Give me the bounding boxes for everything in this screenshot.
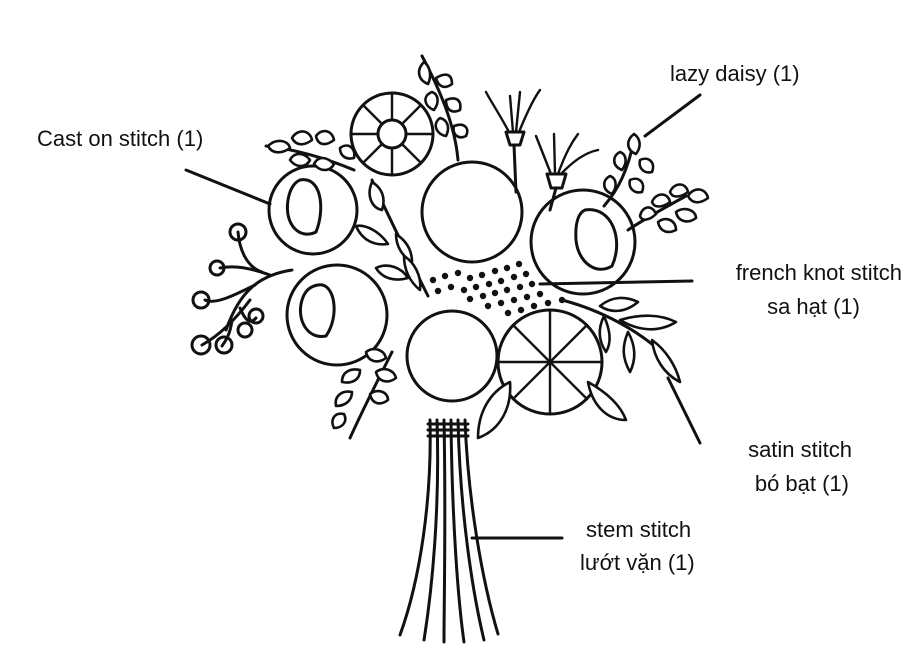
label-french-knot-1: french knot stitch: [736, 260, 902, 285]
label-stem-2: lướt vặn (1): [580, 550, 695, 575]
label-satin-2: bó bạt (1): [755, 471, 849, 496]
plain-flower-center-top: [420, 160, 524, 264]
leafy-stem-left-upper: [264, 129, 356, 172]
cast-on-flower-upper: [267, 164, 359, 256]
leafy-stem-right-upper: [602, 132, 655, 208]
label-satin-1: satin stitch: [748, 437, 852, 462]
leader-satin: [666, 376, 702, 445]
leader-lazy-daisy: [643, 93, 702, 138]
label-lazy-daisy: lazy daisy (1): [670, 61, 800, 86]
stem-bundle: [398, 418, 500, 644]
leafy-stem-right-lower: [560, 296, 682, 384]
leafy-stem-top: [417, 54, 469, 162]
leafy-stem-left-lower: [331, 347, 398, 440]
spoked-flower-top: [349, 91, 435, 177]
label-french-knot-2: sa hạt (1): [767, 294, 860, 319]
leader-lines: [184, 93, 702, 540]
berry-stem-left: [190, 222, 294, 356]
leafy-stem-right-mid: [626, 183, 710, 234]
label-cast-on: Cast on stitch (1): [37, 126, 203, 151]
plain-flower-center-bottom: [405, 309, 499, 403]
leafy-stem-left-mid: [354, 178, 430, 298]
lazy-daisy-bud-left: [484, 88, 542, 194]
label-stem-1: stem stitch: [586, 517, 691, 542]
satin-flower-leaves: [476, 380, 628, 440]
leader-french-knot: [538, 279, 694, 286]
french-knot-dots: [429, 260, 566, 317]
lazy-daisy-bud-right: [534, 132, 600, 212]
satin-spoked-flower: [496, 308, 604, 416]
cast-on-flower-right: [529, 188, 637, 296]
cast-on-flower-lower: [285, 263, 389, 367]
leader-cast-on: [184, 168, 272, 206]
